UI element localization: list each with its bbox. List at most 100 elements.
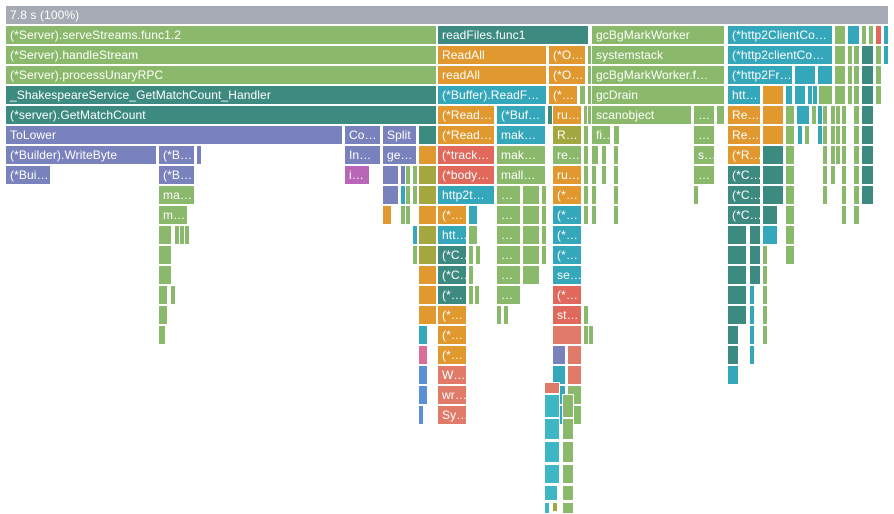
frame-processUnaryRPC[interactable]: (*Server).processUnaryRPC	[5, 65, 437, 85]
frame-http2-read[interactable]: htt…	[727, 85, 761, 105]
frame-misc[interactable]	[382, 185, 399, 205]
frame-deep-tail[interactable]	[562, 485, 574, 501]
frame-write[interactable]: wr…	[437, 385, 467, 405]
frame-deep-tail[interactable]	[544, 502, 550, 514]
frame-deep-tail[interactable]	[544, 464, 560, 484]
frame-gcBgMarkWorker-func[interactable]: gcBgMarkWorker.f…	[591, 65, 725, 85]
frame-sub15[interactable]: …	[496, 285, 521, 305]
frame-misc[interactable]	[158, 225, 172, 245]
frame-misc[interactable]	[749, 345, 755, 365]
frame-misc[interactable]	[468, 205, 478, 225]
frame-misc[interactable]	[762, 285, 768, 305]
frame-GetMatchCount-Handler[interactable]: _ShakespeareService_GetMatchCount_Handle…	[5, 85, 437, 105]
frame-star3[interactable]: (*…	[552, 205, 582, 225]
frame-star6[interactable]: (*…	[437, 285, 467, 305]
frame-Conn3[interactable]: (*C…	[727, 205, 761, 225]
frame-misc[interactable]	[847, 45, 853, 65]
frame-misc[interactable]	[804, 125, 810, 145]
frame-deep-tail[interactable]	[562, 502, 574, 514]
frame-misc[interactable]	[861, 145, 874, 165]
frame-misc[interactable]	[588, 325, 594, 345]
frame-misc[interactable]	[835, 125, 841, 145]
frame-misc[interactable]	[613, 165, 619, 185]
frame-misc[interactable]	[418, 245, 437, 265]
frame-makeslice2[interactable]: mak…	[496, 145, 546, 165]
frame-misc[interactable]	[727, 245, 747, 265]
frame-misc[interactable]	[727, 365, 739, 385]
frame-runtime3[interactable]: ru…	[552, 165, 582, 185]
frame-misc[interactable]	[727, 265, 747, 285]
frame-star10[interactable]: (*…	[437, 345, 467, 365]
frame-misc[interactable]	[785, 185, 795, 205]
frame-sub9[interactable]	[541, 225, 547, 245]
frame-misc[interactable]	[834, 85, 846, 105]
frame-scanobject[interactable]: scanobject	[591, 105, 692, 125]
frame-misc[interactable]	[158, 265, 172, 285]
frame-misc[interactable]	[841, 185, 847, 205]
frame-misc[interactable]	[861, 25, 867, 45]
frame-misc[interactable]	[861, 105, 874, 125]
frame-gcBgMarkWorker[interactable]: gcBgMarkWorker	[591, 25, 725, 45]
frame-misc[interactable]	[762, 105, 784, 125]
frame-Buffer2[interactable]: (*Buf…	[496, 105, 546, 125]
frame-misc[interactable]	[583, 145, 589, 165]
frame-misc[interactable]	[875, 65, 882, 85]
frame-sub13[interactable]: …	[496, 265, 521, 285]
frame-star4[interactable]: (*…	[552, 225, 582, 245]
frame-deep-tail[interactable]	[544, 382, 560, 394]
frame-misc[interactable]	[170, 285, 176, 305]
frame-Reader1[interactable]: (*Read…	[437, 105, 495, 125]
frame-misc[interactable]	[841, 125, 847, 145]
frame-send[interactable]: se…	[552, 265, 582, 285]
frame-misc[interactable]	[797, 125, 803, 145]
frame-deep-tail[interactable]	[544, 441, 560, 463]
frame-star7[interactable]: (*…	[552, 285, 582, 305]
frame-misc[interactable]	[727, 305, 747, 325]
frame-http2transportResponseBody[interactable]: http2t…	[437, 185, 495, 205]
frame-misc[interactable]	[841, 145, 847, 165]
frame-misc[interactable]	[868, 25, 874, 45]
frame-misc[interactable]	[418, 145, 437, 165]
frame-misc[interactable]	[762, 325, 768, 345]
frame-misc[interactable]	[749, 305, 755, 325]
frame-star5[interactable]: (*…	[552, 245, 582, 265]
frame-misc[interactable]	[418, 125, 437, 145]
frame-misc[interactable]	[552, 345, 566, 365]
frame-misc[interactable]	[583, 125, 589, 145]
frame-Read2[interactable]: Re…	[727, 125, 761, 145]
frame-deep-tail[interactable]	[562, 418, 574, 440]
frame-handleStream[interactable]: (*Server).handleStream	[5, 45, 437, 65]
frame-misc[interactable]	[861, 85, 874, 105]
frame-misc[interactable]	[875, 85, 882, 105]
frame-misc[interactable]	[727, 285, 747, 305]
frame-misc[interactable]	[418, 265, 437, 285]
frame-misc[interactable]	[591, 205, 597, 225]
frame-misc[interactable]	[785, 165, 795, 185]
frame-misc[interactable]	[853, 45, 860, 65]
frame-mallocgc[interactable]: mall…	[496, 165, 546, 185]
frame-ReadAll[interactable]: ReadAll	[437, 45, 547, 65]
frame-misc[interactable]	[835, 145, 841, 165]
frame-misc[interactable]	[762, 245, 768, 265]
frame-http2Framer[interactable]: (*http2Fr…	[727, 65, 793, 85]
frame-misc[interactable]	[475, 245, 481, 265]
frame-misc[interactable]	[749, 225, 761, 245]
frame-Split[interactable]: Split	[382, 125, 417, 145]
frame-sub14[interactable]	[522, 265, 540, 285]
frame-misc[interactable]	[382, 165, 399, 185]
frame-Builder2[interactable]: (*B…	[158, 145, 195, 165]
frame-misc[interactable]	[405, 165, 411, 185]
frame-misc[interactable]	[762, 205, 778, 225]
frame-misc[interactable]	[847, 65, 853, 85]
frame-runtime2[interactable]: R…	[552, 125, 582, 145]
frame-misc[interactable]	[418, 385, 428, 405]
frame-deep-tail[interactable]	[562, 441, 574, 463]
frame-sub2[interactable]	[522, 185, 540, 205]
frame-genSplit[interactable]: ge…	[382, 145, 417, 165]
frame-misc[interactable]	[749, 245, 761, 265]
frame-misc[interactable]	[875, 45, 882, 65]
frame-http2ClientConn[interactable]: (*http2ClientCo…	[727, 25, 833, 45]
frame-misc[interactable]	[822, 145, 828, 165]
frame-memclr[interactable]: m…	[158, 205, 188, 225]
